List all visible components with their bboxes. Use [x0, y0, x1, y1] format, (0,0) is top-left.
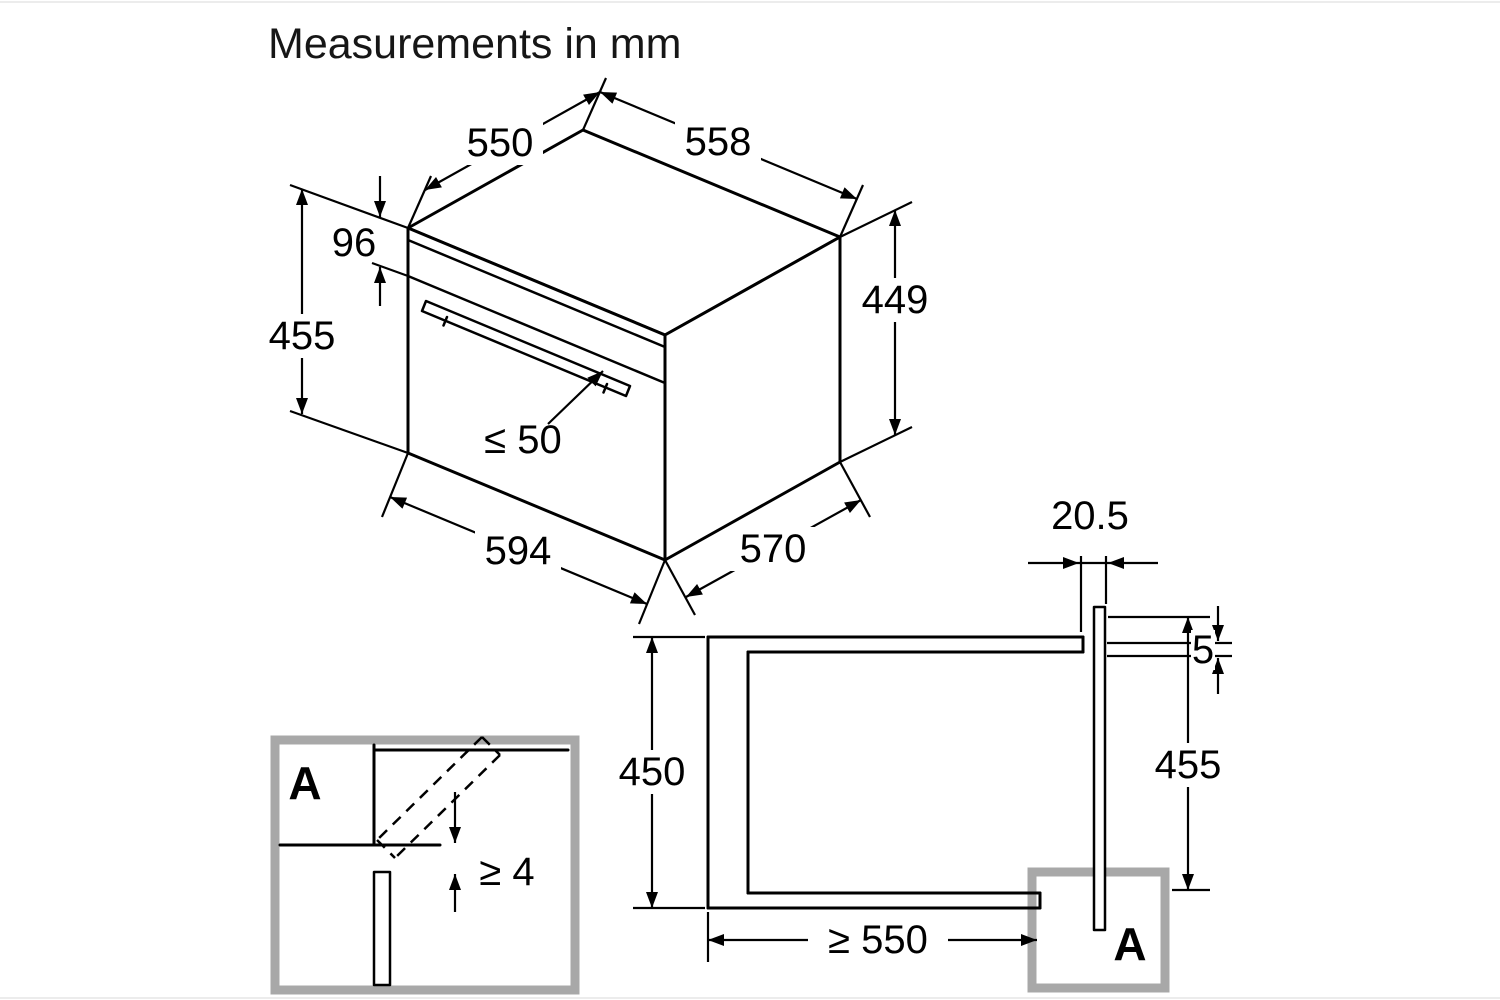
dim-front-height-label: 455: [269, 314, 336, 358]
dim-top-gap-label: 5: [1192, 628, 1214, 672]
installation-detail-view: A ≥ 4: [270, 735, 580, 995]
label-bg: [852, 278, 938, 322]
handle-bracket-right: [602, 382, 609, 394]
dim-front-width-label: 594: [485, 529, 552, 573]
dim-top-width-label: 558: [685, 120, 752, 164]
dim-niche-height-label: 450: [619, 750, 686, 794]
oven-isometric-view: 550 558 96 455 449 ≤ 50 594 570: [259, 77, 938, 625]
label-bg: [808, 918, 948, 962]
dim-front-overhang-label: 20.5: [1051, 494, 1129, 538]
ext-line: [664, 559, 696, 616]
open-door-dashed-line: [376, 736, 483, 841]
niche-section-view: 20.5 5 450 455 ≥ 550 A: [609, 494, 1232, 993]
dim-niche-depth-label: ≥ 550: [828, 918, 928, 962]
label-bg: [675, 120, 761, 164]
label-bg: [1145, 743, 1231, 787]
dim-body-height-label: 449: [862, 278, 929, 322]
detail-a-title-label: A: [288, 757, 321, 809]
dim-body-depth-label: 570: [740, 527, 807, 571]
detail-a-marker-label: A: [1113, 918, 1146, 970]
label-bg: [730, 527, 816, 571]
diagram-title: Measurements in mm: [268, 20, 681, 68]
label-bg: [457, 121, 543, 165]
dim-front-panel-height-label: 455: [1155, 743, 1222, 787]
label-bg: [259, 314, 345, 358]
control-panel-bottom-line: [406, 274, 667, 385]
oven-door-handle: [420, 299, 632, 398]
handle-clearance-leader: [547, 370, 604, 425]
handle-bracket-left: [442, 315, 449, 327]
ext-line: [839, 201, 913, 238]
dim-top-depth-label: 550: [467, 121, 534, 165]
ext-line: [289, 183, 409, 230]
ext-line: [637, 559, 667, 625]
label-bg: [475, 529, 561, 573]
dim-handle-clearance-label: ≤ 50: [484, 418, 562, 462]
ext-line: [289, 409, 409, 455]
door-top-lip-line: [406, 238, 667, 349]
open-door-dashed-line: [481, 736, 501, 756]
dim-control-panel-height-label: 96: [332, 221, 377, 265]
open-door-dashed-line: [394, 754, 501, 859]
ext-line: [371, 261, 409, 278]
label-bg: [1191, 630, 1215, 670]
ext-line: [839, 426, 913, 463]
dim-bottom-clearance-label: ≥ 4: [479, 850, 534, 894]
furniture-front-panel: [1092, 605, 1107, 932]
open-door-dashed-line: [376, 839, 396, 859]
ext-line: [581, 77, 608, 131]
label-bg: [609, 750, 695, 794]
furniture-panel-detail: [372, 870, 392, 987]
ext-line: [838, 184, 865, 238]
ext-line: [839, 461, 871, 518]
detail-a-box: [270, 735, 580, 995]
ext-line: [380, 452, 410, 518]
